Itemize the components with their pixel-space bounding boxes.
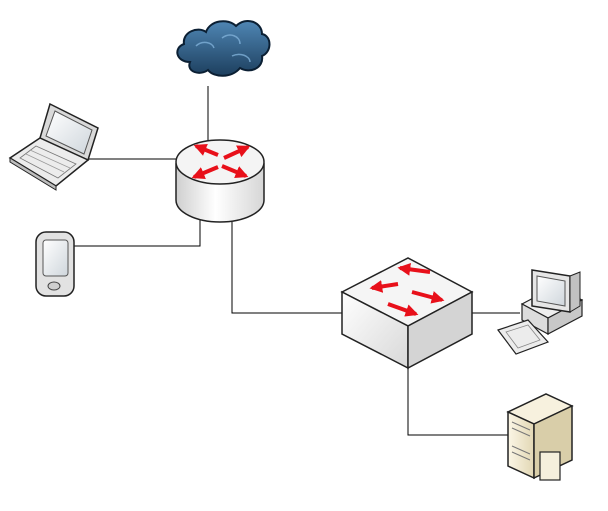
link-pda-router [73,220,201,247]
laptop-icon [8,102,99,191]
cloud-icon [176,19,271,77]
pda-icon [35,231,75,297]
switch-icon [340,257,474,370]
server-icon [506,393,574,481]
links [73,86,520,436]
link-switch-server [407,366,508,436]
link-router-switch [231,222,342,314]
router-icon [175,139,265,223]
desktop-computer-icon [497,269,584,355]
